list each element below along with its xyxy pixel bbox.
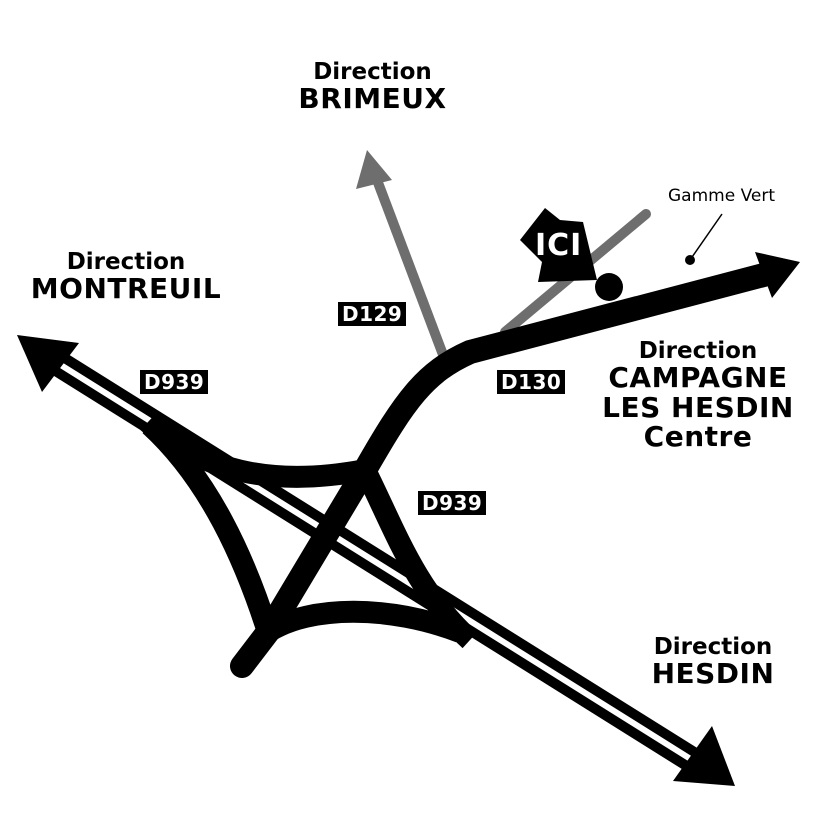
gamme-vert-leader — [689, 213, 723, 261]
label-direction-hesdin: Direction HESDIN — [628, 635, 798, 689]
badge-d939-south: D939 — [418, 491, 487, 515]
brimeux-name: BRIMEUX — [298, 82, 447, 116]
label-direction-brimeux: Direction BRIMEUX — [285, 60, 460, 114]
campagne-line3: Centre — [643, 419, 753, 453]
montreuil-prefix: Direction — [66, 249, 186, 275]
ramp-north-east — [355, 465, 478, 649]
hesdin-prefix: Direction — [653, 634, 773, 660]
hesdin-name: HESDIN — [651, 657, 775, 691]
campagne-prefix: Direction — [638, 338, 758, 364]
badge-d129: D129 — [338, 302, 407, 326]
badge-d939-west: D939 — [140, 370, 209, 394]
ramp-south-east — [262, 600, 464, 643]
gamme-vert-label: Gamme Vert — [668, 186, 775, 206]
ici-label: ICI — [535, 228, 583, 263]
brimeux-prefix: Direction — [313, 59, 432, 85]
campagne-line2: LES HESDIN — [602, 390, 794, 424]
road-d129 — [369, 170, 450, 362]
label-direction-montreuil: Direction MONTREUIL — [20, 250, 232, 304]
ici-marker-icon — [520, 208, 597, 282]
destination-dot-icon — [595, 273, 623, 301]
label-direction-campagne: Direction CAMPAGNE LES HESDIN Centre — [588, 339, 808, 451]
arrow-campagne-icon — [755, 252, 800, 298]
gamme-vert-dot-icon — [685, 255, 695, 265]
road-d130-tail — [230, 620, 280, 678]
montreuil-name: MONTREUIL — [30, 272, 222, 306]
campagne-line1: CAMPAGNE — [608, 361, 788, 395]
arrow-hesdin-icon — [673, 726, 735, 786]
arrow-montreuil-icon — [17, 335, 79, 392]
road-d130 — [257, 260, 779, 639]
arrow-brimeux-icon — [356, 150, 392, 189]
badge-d130: D130 — [497, 370, 566, 394]
ramp-west-south — [142, 416, 279, 636]
